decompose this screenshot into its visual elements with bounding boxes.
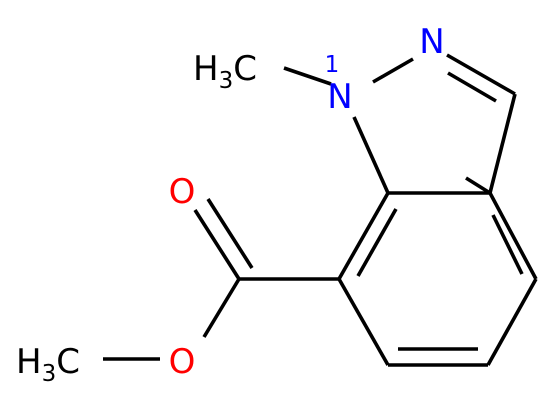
n1-methyl-h: H [193, 49, 219, 89]
ester-methyl-sub: 3 [42, 361, 57, 387]
bond-carbonyl-c-ester-o [202, 278, 241, 338]
bond-n1-c7a [352, 116, 390, 194]
ester-methyl-label: H3C [16, 342, 80, 387]
n1-methyl-c: C [233, 49, 257, 89]
bond-c3-n2 [446, 53, 516, 96]
bond-c3a-c4 [488, 192, 538, 280]
n1-atom-label: N [327, 77, 352, 117]
n1-element: N [327, 77, 352, 117]
bonds [103, 53, 538, 367]
bond-c7-c7a-inner [356, 208, 398, 277]
bond-carbonyl-c-o [193, 209, 241, 280]
ester-methyl-c: C [56, 342, 80, 382]
bond-c3a-c4-inner [491, 214, 524, 275]
bond-n1-methyl [283, 66, 332, 86]
n1-methyl-sub: 3 [219, 68, 234, 94]
bond-c7a-c3a [465, 176, 491, 195]
bond-c3-n2-inner [447, 71, 497, 103]
n1-locant: 1 [325, 52, 340, 78]
bond-c3a-c3 [488, 93, 517, 194]
ester-methyl-h: H [16, 342, 42, 382]
bond-c4-c5 [486, 278, 538, 366]
bond-c7-c7a [337, 192, 390, 280]
ester-oxygen-label: O [169, 342, 196, 382]
atom-labels: N 1 N H3C O O H3C [16, 22, 445, 387]
carbonyl-oxygen-label: O [169, 172, 196, 212]
n2-atom-label: N [419, 22, 444, 62]
bond-n2-n1 [372, 57, 414, 84]
bond-c6-c7 [337, 278, 390, 366]
bond-carbonyl-c-o-double [206, 198, 254, 269]
n1-methyl-label: H3C [193, 49, 257, 94]
